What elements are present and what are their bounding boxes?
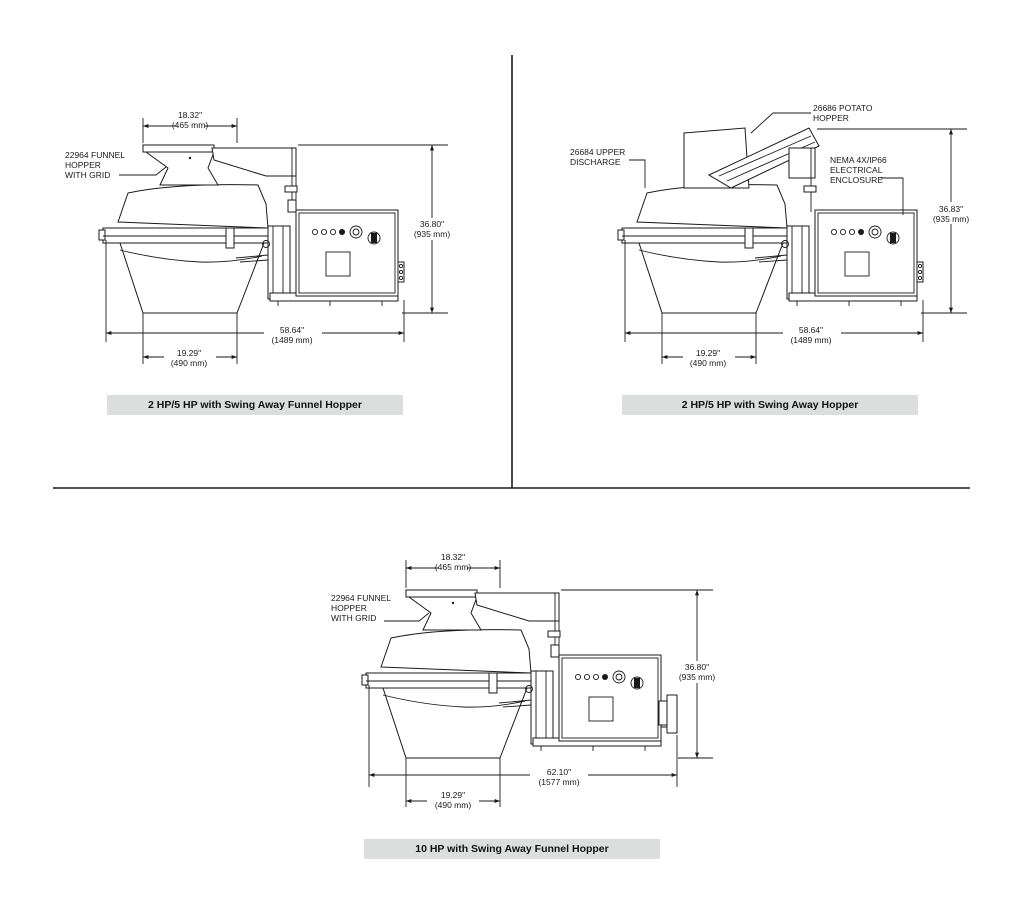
p2-callout-discharge-2: DISCHARGE xyxy=(570,157,621,167)
p1-height-dim-mm: (935 mm) xyxy=(414,229,451,239)
p1-base-dim: 19.29" xyxy=(177,348,201,358)
p2-width-dim: 58.64" xyxy=(799,325,823,335)
p3-height-dim-mm: (935 mm) xyxy=(679,672,716,682)
p2-base-dim: 19.29" xyxy=(696,348,720,358)
p2-height-dim: 36.83" xyxy=(939,204,963,214)
p1-base-dim-mm: (490 mm) xyxy=(171,358,208,368)
p2-base-dim-mm: (490 mm) xyxy=(690,358,727,368)
p2-callout-enclosure-2: ELECTRICAL xyxy=(830,165,883,175)
p3-width-dim: 62.10" xyxy=(547,767,571,777)
p1-width-dim-mm: (1489 mm) xyxy=(271,335,312,345)
p1-top-dim-mm: (465 mm) xyxy=(172,120,209,130)
p1-height-dim: 36.80" xyxy=(420,219,444,229)
p3-height-dim: 36.80" xyxy=(685,662,709,672)
p2-height-dim-mm: (935 mm) xyxy=(933,214,970,224)
panel-2-drawing xyxy=(617,112,967,364)
p1-callout-funnel-2: HOPPER xyxy=(65,160,101,170)
panel-1-caption: 2 HP/5 HP with Swing Away Funnel Hopper xyxy=(107,395,403,415)
p2-callout-discharge-1: 26684 UPPER xyxy=(570,147,625,157)
p3-callout-funnel-3: WITH GRID xyxy=(331,613,376,623)
p3-top-dim: 18.32" xyxy=(441,552,465,562)
p2-callout-enclosure-1: NEMA 4X/IP66 xyxy=(830,155,887,165)
p3-base-dim: 19.29" xyxy=(441,790,465,800)
p2-width-dim-mm: (1489 mm) xyxy=(790,335,831,345)
p1-width-dim: 58.64" xyxy=(280,325,304,335)
panel-3-caption: 10 HP with Swing Away Funnel Hopper xyxy=(364,839,660,859)
p3-top-dim-mm: (465 mm) xyxy=(435,562,472,572)
p3-callout-funnel-2: HOPPER xyxy=(331,603,367,613)
p2-callout-enclosure-3: ENCLOSURE xyxy=(830,175,883,185)
p2-callout-potato-1: 26686 POTATO xyxy=(813,103,873,113)
p1-callout-funnel-1: 22964 FUNNEL xyxy=(65,150,125,160)
p1-callout-funnel-3: WITH GRID xyxy=(65,170,110,180)
p3-base-dim-mm: (490 mm) xyxy=(435,800,472,810)
p3-width-dim-mm: (1577 mm) xyxy=(538,777,579,787)
p3-callout-funnel-1: 22964 FUNNEL xyxy=(331,593,391,603)
p1-top-dim: 18.32" xyxy=(178,110,202,120)
panel-2-caption: 2 HP/5 HP with Swing Away Hopper xyxy=(622,395,918,415)
p2-callout-potato-2: HOPPER xyxy=(813,113,849,123)
